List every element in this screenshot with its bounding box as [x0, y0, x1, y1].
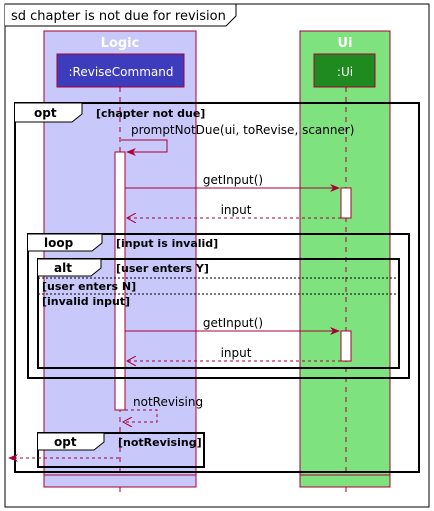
- activation-ui-2: [340, 330, 352, 362]
- fragment-alt-else2: [invalid input]: [42, 295, 130, 308]
- message-prompt-not-due-label: promptNotDue(ui, toRevise, scanner): [131, 123, 354, 137]
- message-not-revising: notRevising: [123, 395, 203, 422]
- message-return-input-2: input: [127, 346, 341, 361]
- fragment-loop: loop [input is invalid]: [27, 233, 410, 379]
- message-get-input-2-label: getInput(): [203, 316, 263, 330]
- fragment-opt-guard: [chapter not due]: [96, 107, 205, 120]
- fragment-opt-inner-guard: [notRevising]: [118, 436, 202, 449]
- participant-ui-label: :Ui: [337, 65, 353, 79]
- message-get-input-1: getInput(): [125, 173, 340, 192]
- fragment-opt-chapter-not-due: opt [chapter not due]: [14, 102, 420, 473]
- fragment-alt-keyword: alt: [54, 261, 72, 275]
- message-not-revising-label: notRevising: [133, 395, 203, 409]
- participant-ui: :Ui: [313, 53, 376, 88]
- fragment-loop-keyword: loop: [44, 236, 74, 250]
- message-return-input-1-label: input: [221, 203, 252, 217]
- ui-box-label: Ui: [337, 36, 352, 51]
- participant-revise-command: :ReviseCommand: [56, 53, 185, 88]
- participant-revise-command-label: :ReviseCommand: [69, 65, 174, 79]
- frame-title: sd chapter is not due for revision: [11, 9, 226, 24]
- activation-ui-1: [340, 187, 352, 219]
- message-return-input-1: input: [127, 203, 341, 218]
- message-get-input-2: getInput(): [125, 316, 340, 335]
- message-return-input-2-label: input: [221, 346, 252, 360]
- activation-revise-command: [114, 151, 126, 411]
- logic-box-footer: [43, 474, 197, 488]
- logic-box-label: Logic: [101, 36, 140, 51]
- fragment-alt: alt [user enters Y] [user enters N] [inv…: [37, 258, 400, 369]
- message-prompt-not-due: promptNotDue(ui, toRevise, scanner): [121, 123, 354, 156]
- fragment-alt-guard: [user enters Y]: [116, 262, 209, 275]
- fragment-opt-inner-keyword: opt: [54, 435, 77, 449]
- fragment-alt-else1: [user enters N]: [42, 280, 136, 293]
- sd-frame: sd chapter is not due for revision: [4, 3, 430, 508]
- fragment-opt-keyword: opt: [34, 106, 57, 120]
- fragment-loop-guard: [input is invalid]: [116, 237, 218, 250]
- ui-box-footer: [299, 474, 391, 488]
- fragment-opt-not-revising: opt [notRevising]: [37, 432, 205, 468]
- message-get-input-1-label: getInput(): [203, 173, 263, 187]
